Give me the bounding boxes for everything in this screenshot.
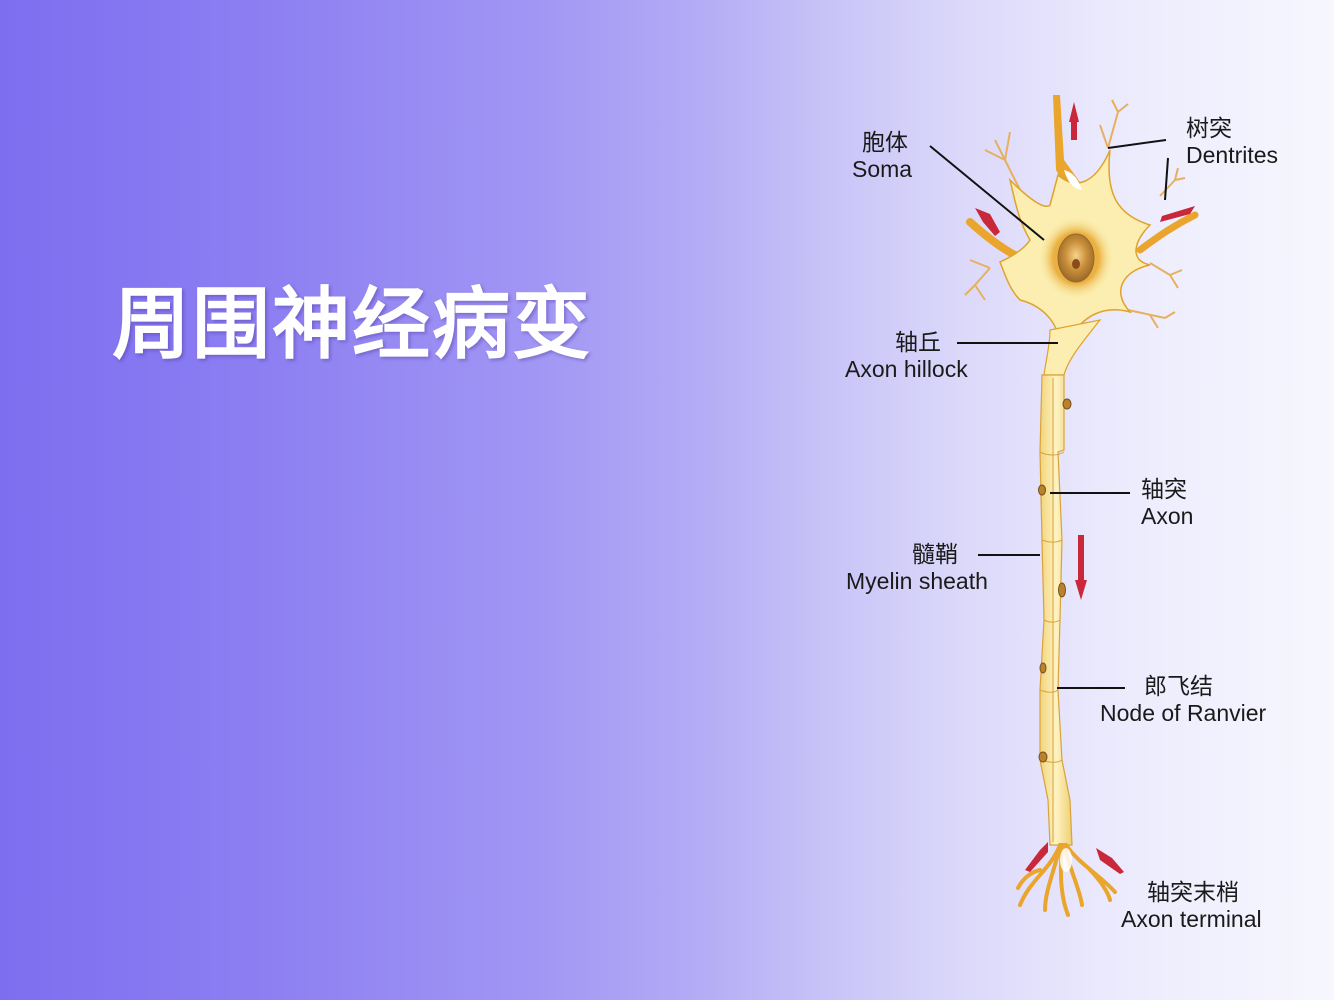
signal-direction-arrows <box>975 102 1195 874</box>
label-node-of-ranvier-en: Node of Ranvier <box>1100 700 1267 727</box>
label-axon-cn: 轴突 <box>1141 477 1187 503</box>
arrow-icon <box>1160 206 1195 222</box>
myelin-sheath-segments <box>1039 378 1065 842</box>
label-axon-terminal-cn: 轴突末梢 <box>1147 880 1239 906</box>
label-axon-hillock-cn: 轴丘 <box>895 330 941 356</box>
arrow-icon <box>975 208 1000 236</box>
label-axon-hillock: 轴丘 Axon hillock <box>845 330 968 383</box>
label-dendrites: 树突 Dentrites <box>1186 116 1278 169</box>
label-axon-hillock-en: Axon hillock <box>845 356 968 383</box>
label-myelin-sheath: 髓鞘 Myelin sheath <box>846 542 988 595</box>
label-dendrites-en: Dentrites <box>1186 142 1279 169</box>
label-axon: 轴突 Axon <box>1141 477 1193 530</box>
label-node-of-ranvier: 郎飞结 Node of Ranvier <box>1100 674 1266 727</box>
arrow-icon <box>1096 848 1124 874</box>
schwann-cell-nuclei <box>1038 398 1072 763</box>
nucleolus <box>1072 259 1080 269</box>
label-soma-cn: 胞体 <box>862 130 908 156</box>
label-dendrites-cn: 树突 <box>1186 116 1232 142</box>
axon <box>1039 374 1073 846</box>
label-myelin-sheath-cn: 髓鞘 <box>912 542 958 568</box>
label-axon-terminal-en: Axon terminal <box>1121 906 1262 933</box>
label-soma-en: Soma <box>852 156 913 183</box>
arrow-icon <box>1069 102 1079 140</box>
arrow-icon <box>1025 842 1048 872</box>
label-myelin-sheath-en: Myelin sheath <box>846 568 988 595</box>
dendrite-right <box>1136 211 1199 254</box>
slide-title: 周围神经病变 <box>112 280 593 370</box>
label-axon-en: Axon <box>1141 503 1194 530</box>
label-axon-terminal: 轴突末梢 Axon terminal <box>1121 880 1262 933</box>
dendrite-branches <box>964 99 1186 329</box>
label-soma: 胞体 Soma <box>852 130 912 183</box>
axon-hillock <box>1043 319 1102 376</box>
nucleus <box>1057 233 1095 283</box>
label-node-of-ranvier-cn: 郎飞结 <box>1144 674 1213 700</box>
label-leader-lines <box>929 139 1169 689</box>
arrow-icon <box>1075 535 1087 600</box>
